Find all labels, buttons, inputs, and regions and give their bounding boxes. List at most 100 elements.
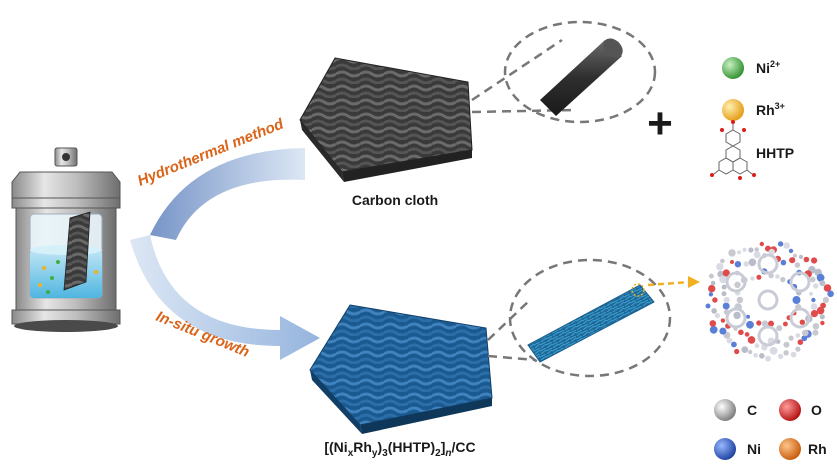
autoclave-icon <box>11 147 121 332</box>
mof-atom <box>789 257 796 264</box>
mof-atom <box>746 314 750 319</box>
carbon-cloth-image <box>299 57 473 182</box>
mof-atom <box>810 303 818 310</box>
mof-atom <box>810 310 819 318</box>
mof-pore <box>757 325 779 347</box>
mof-atom <box>783 341 790 348</box>
hydrothermal-arrow <box>150 148 305 240</box>
legend-c-label: C <box>747 402 757 418</box>
mof-atom <box>714 313 721 319</box>
mof-atom <box>709 320 717 327</box>
mof-atom <box>811 257 818 264</box>
nickel-atom-icon <box>714 438 736 460</box>
mof-pore <box>789 271 811 293</box>
mof-atom <box>748 247 754 253</box>
mof-atom <box>710 280 716 286</box>
mof-atom <box>780 259 787 266</box>
mof-atom <box>722 302 730 310</box>
mof-atom <box>775 274 780 279</box>
mof-cloth-image <box>309 304 493 434</box>
mof-atom <box>753 251 761 259</box>
mof-atom <box>736 296 744 304</box>
mof-atom <box>798 254 804 259</box>
mof-atom <box>748 258 757 267</box>
mof-atom <box>742 247 747 252</box>
hhtp-molecule-icon <box>710 120 756 180</box>
oxygen-atom-icon <box>779 399 801 421</box>
mof-atom <box>753 353 758 358</box>
mof-atom <box>759 353 765 359</box>
mof-atom <box>741 346 749 353</box>
mof-atom <box>736 250 742 255</box>
rh-ion-icon <box>722 99 744 121</box>
mof-atom <box>708 284 716 293</box>
mof-atom <box>733 311 741 320</box>
mof-atom <box>816 306 825 315</box>
mof-pore <box>757 289 779 311</box>
mof-atom <box>743 261 749 267</box>
mof-atom <box>746 320 754 329</box>
legend-ni-atom-label: Ni <box>747 441 761 457</box>
mof-atom <box>756 274 762 280</box>
mof-atom <box>765 355 771 362</box>
carbon-cloth-label: Carbon cloth <box>352 192 438 208</box>
mof-atom <box>776 325 783 332</box>
mof-atom <box>719 275 727 284</box>
mof-atom <box>748 349 753 355</box>
legend-o-label: O <box>811 402 822 418</box>
mof-atom <box>747 336 756 344</box>
mof-atom <box>723 296 730 304</box>
mof-fiber-rod <box>527 283 655 363</box>
mof-structure-icon <box>705 241 834 362</box>
mof-atom <box>820 320 825 326</box>
mof-atom <box>768 320 774 327</box>
mof-atom <box>812 329 819 336</box>
ni-ion-icon <box>722 57 744 79</box>
mof-atom <box>794 262 801 268</box>
legend-rh-label: Rh3+ <box>756 101 785 118</box>
mof-atom <box>726 337 733 344</box>
mof-atom <box>822 296 830 304</box>
legend-rh-atom-label: Rh <box>808 441 827 457</box>
zoom-lines-bottom <box>487 258 672 378</box>
mof-atom <box>705 303 711 309</box>
mof-atom <box>728 249 736 257</box>
mof-atom <box>768 248 775 256</box>
mof-atom <box>790 351 797 358</box>
legend-top: Ni2+ Rh3+ HHTP <box>710 57 794 180</box>
carbon-atom-icon <box>714 399 736 421</box>
mof-atom <box>792 296 801 304</box>
mof-atom <box>777 241 784 247</box>
mof-atom <box>721 284 727 290</box>
mof-atom <box>769 346 778 355</box>
mof-atom <box>783 321 788 327</box>
mof-atom <box>744 332 750 337</box>
mof-atom <box>788 335 794 341</box>
mof-atom <box>708 273 714 279</box>
mof-atom <box>719 327 727 335</box>
mof-atom <box>720 258 725 264</box>
mof-atom <box>819 280 826 287</box>
mof-atom <box>720 318 726 323</box>
mof-atom <box>738 329 744 336</box>
legend-bottom: C O Ni Rh <box>714 399 827 460</box>
mof-atom <box>777 353 784 360</box>
zoom-arrow-yellow <box>647 276 700 288</box>
mof-atom <box>711 308 717 314</box>
mof-atom <box>759 241 764 247</box>
mof-atom <box>734 281 741 288</box>
mof-atom <box>795 346 801 352</box>
carbon-fiber-rod <box>540 38 623 116</box>
mof-atom <box>709 325 718 334</box>
mof-atom <box>797 339 804 346</box>
mof-atom <box>813 283 819 289</box>
mof-atom <box>792 253 798 258</box>
zoom-lines-top <box>471 20 657 124</box>
mof-atom <box>754 247 759 252</box>
mof-atom <box>754 343 760 349</box>
mof-atom <box>827 290 834 298</box>
mof-atom <box>788 248 794 254</box>
product-formula-label: [(NixRhy)3(HHTP)2]n/CC <box>324 439 475 459</box>
mof-atom <box>716 263 724 271</box>
mof-atom <box>803 256 810 263</box>
